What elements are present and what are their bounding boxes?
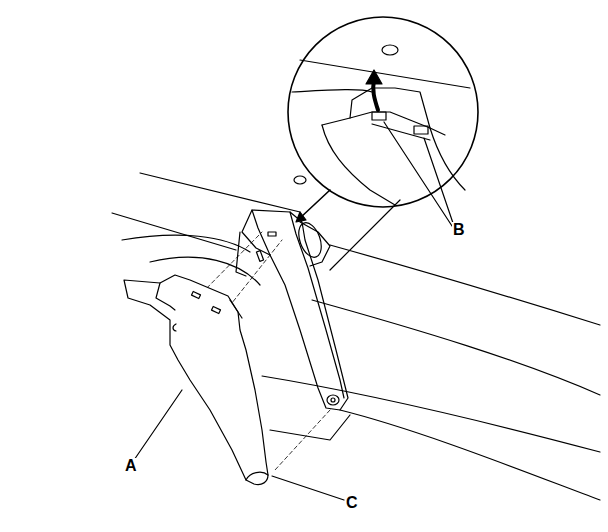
part-label: B (452, 222, 466, 238)
part-label: C (345, 495, 359, 511)
part-label: A (124, 458, 138, 474)
